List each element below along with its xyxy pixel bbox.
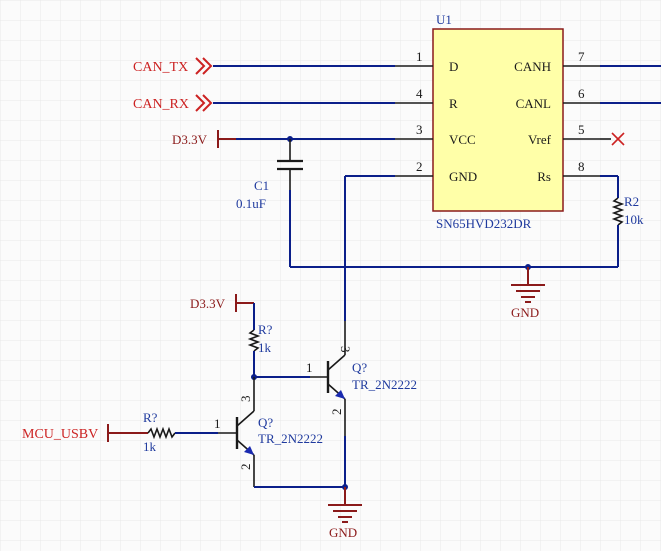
gnd-right-label: GND [511,305,539,320]
port-arrow-icon [195,94,213,112]
u1-pin-vref-name: Vref [528,132,552,147]
r2-designator: R2 [624,194,639,209]
power-d33v-mid[interactable]: D3.3V [190,294,254,312]
transistor-upper[interactable]: 1 3 2 Q? TR_2N2222 [306,321,417,436]
upper-collector-pin-number: 3 [338,346,353,353]
lower-base-pin-number: 1 [214,416,221,431]
gnd-bottom-label: GND [329,525,357,540]
u1-pin-canl-number: 6 [578,86,585,101]
c1-value: 0.1uF [236,196,266,211]
lower-emitter-pin-number: 2 [238,464,253,471]
transistor-lower[interactable]: 1 3 2 Q? TR_2N2222 [214,377,323,487]
capacitor-c1[interactable]: C1 0.1uF [236,139,303,211]
lower-collector-lead [236,410,255,427]
lower-collector-pin-number: 3 [238,396,253,403]
upper-base-pin-number: 1 [306,360,313,375]
emitter-arrow-icon [335,390,345,399]
port-mcu-usbv[interactable]: MCU_USBV [22,424,148,442]
base-resistor-designator: R? [143,410,158,425]
u1-pin-canl-name: CANL [516,96,551,111]
u1-pin-vref-number: 5 [578,122,585,137]
no-connect-icon [611,132,625,146]
c1-designator: C1 [254,178,269,193]
upper-emitter-pin-number: 2 [329,409,344,416]
port-mcu-usbv-label: MCU_USBV [22,427,98,442]
lower-part: TR_2N2222 [258,431,323,446]
lower-designator: Q? [258,415,273,430]
resistor-pullup[interactable]: R? 1k [247,322,273,355]
base-resistor-body [147,426,176,440]
u1-designator: U1 [436,12,452,27]
u1-pin-rs-number: 8 [578,159,585,174]
u1-pin-r-number: 4 [416,86,423,101]
port-can-tx[interactable]: CAN_TX [133,57,213,75]
u1-body [432,28,564,212]
u1-pin-canh-name: CANH [514,59,551,74]
upper-part: TR_2N2222 [352,377,417,392]
u1-pin-d-number: 1 [416,49,423,64]
u1-pin-d-name: D [449,59,458,74]
u1-pin-vcc-name: VCC [449,132,476,147]
port-can-rx-label: CAN_RX [133,97,189,112]
r2-value: 10k [624,212,644,227]
power-d33v-mid-label: D3.3V [190,296,226,311]
u1-pin-r-name: R [449,96,458,111]
pullup-designator: R? [258,322,273,337]
port-arrow-icon [195,57,213,75]
gnd-right[interactable]: GND [511,267,545,320]
u1-part-number: SN65HVD232DR [436,216,532,231]
resistor-base[interactable]: R? 1k [143,410,176,454]
r2-body [611,197,625,226]
port-can-tx-label: CAN_TX [133,60,188,75]
pullup-body [247,329,261,352]
port-can-rx[interactable]: CAN_RX [133,94,213,112]
u1-pin-rs-name: Rs [537,169,551,184]
resistor-r2[interactable]: R2 10k [611,194,644,227]
pullup-value: 1k [258,340,272,355]
u1-pin-canh-number: 7 [578,49,585,64]
u1-pin-gnd-number: 2 [416,159,423,174]
upper-collector-lead [327,354,346,371]
u1-transceiver[interactable]: U1 SN65HVD232DR 1 4 3 2 D R VCC GND 7 6 … [395,12,600,231]
u1-pin-vcc-number: 3 [416,122,423,137]
u1-pin-gnd-name: GND [449,169,477,184]
upper-designator: Q? [352,360,367,375]
emitter-arrow-icon [244,446,254,455]
power-d33v-top-label: D3.3V [172,132,208,147]
base-resistor-value: 1k [143,439,157,454]
power-d33v-top[interactable]: D3.3V [172,130,236,148]
gnd-bottom[interactable]: GND [328,487,362,540]
